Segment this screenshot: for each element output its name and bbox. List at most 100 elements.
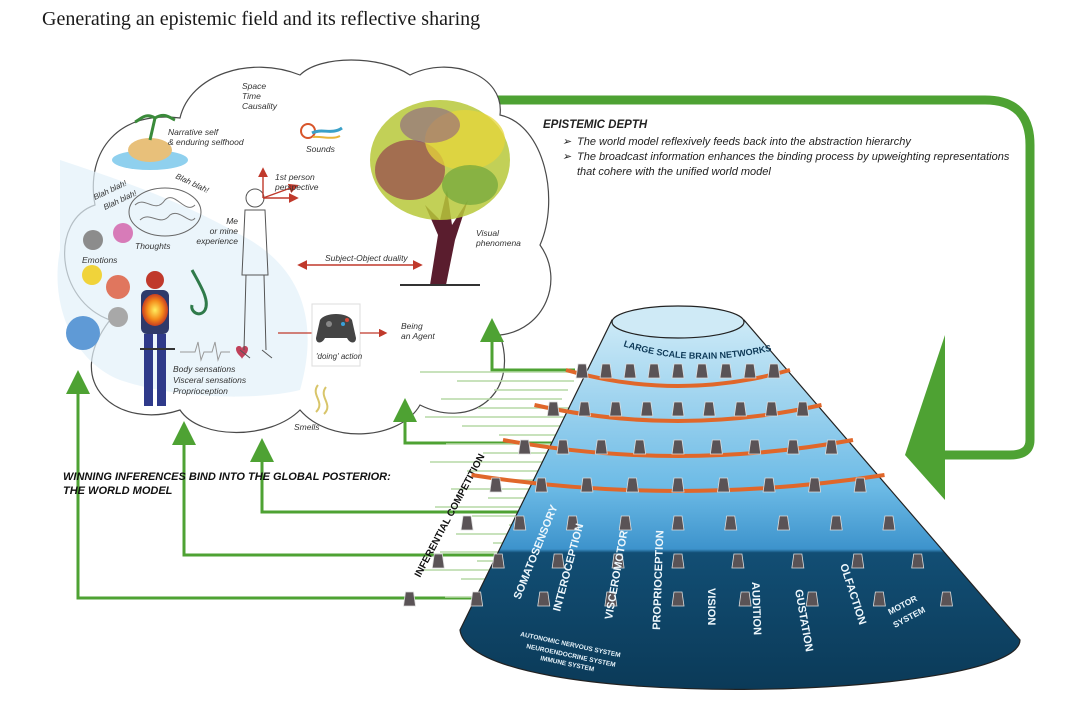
label-proprioception: Proprioception (173, 386, 228, 396)
label-time: Time (242, 91, 261, 101)
processing-module (671, 477, 685, 493)
processing-module (556, 439, 570, 455)
face-sad-icon (106, 275, 130, 299)
epistemic-bullet: ➢The broadcast information enhances the … (562, 151, 1010, 178)
processing-module (534, 477, 548, 493)
processing-module (618, 515, 632, 531)
svg-text:Time: Time (242, 91, 261, 101)
winning-inferences-label: WINNING INFERENCES BIND INTO THE GLOBAL … (63, 471, 391, 497)
processing-module (765, 401, 778, 417)
label-smells: Smells (294, 422, 320, 432)
sounds-icon (300, 123, 343, 139)
processing-module (805, 591, 819, 607)
label-sounds: Sounds (306, 144, 336, 154)
network-ring (565, 368, 791, 388)
processing-module (851, 553, 865, 569)
processing-module (460, 515, 474, 531)
figure-title: Generating an epistemic field and its re… (42, 8, 481, 30)
perspective-axes (258, 167, 299, 203)
bullet-arrow-icon: ➢ (562, 151, 572, 163)
processing-module (911, 553, 925, 569)
label-perspective: perspective (274, 182, 319, 192)
label-doing-action: 'doing' action (316, 352, 363, 361)
svg-text:Space: Space (242, 81, 266, 91)
winning-inference-arrows (66, 318, 610, 600)
processing-module (786, 439, 800, 455)
label-causality: Causality (242, 101, 278, 111)
label-enduring-selfhood: & enduring selfhood (168, 137, 244, 147)
processing-module (578, 401, 591, 417)
processing-module (695, 363, 709, 379)
cloud-labels: Space Time Causality Sounds Narrative se… (82, 81, 521, 432)
processing-module (566, 515, 579, 531)
svg-text:Causality: Causality (242, 101, 278, 111)
label-1st-person: 1st person (275, 172, 315, 182)
processing-module (640, 401, 654, 417)
nose-icon (190, 269, 208, 316)
processing-module (671, 439, 685, 455)
modality-label-audition: AUDITION (749, 582, 763, 636)
processing-module (470, 591, 484, 607)
epistemic-depth-heading: EPISTEMIC DEPTH (543, 119, 648, 131)
processing-module (791, 553, 805, 569)
processing-module (491, 553, 505, 569)
processing-module (724, 515, 738, 531)
processing-module (403, 591, 416, 607)
label-narrative-self: Narrative self (168, 127, 220, 137)
brain-hierarchy-cone: LARGE SCALE BRAIN NETWORKS SOMATOSENSORY… (403, 305, 1021, 690)
processing-module (719, 363, 733, 379)
processing-module (733, 401, 747, 417)
face-happy-icon (82, 265, 102, 285)
processing-module (546, 401, 560, 417)
processing-module (489, 477, 503, 493)
processing-module (518, 439, 532, 455)
processing-module (743, 363, 757, 379)
processing-module (940, 591, 953, 607)
processing-module (824, 439, 838, 455)
processing-module (611, 553, 625, 569)
processing-module (647, 363, 661, 379)
label-being: Being (401, 321, 423, 331)
processing-module (882, 515, 896, 531)
processing-module (671, 363, 685, 379)
label-visceral-sensations: Visceral sensations (173, 375, 247, 385)
body-figure (140, 271, 175, 406)
brain-illustration (128, 187, 202, 237)
face-neutral-icon (83, 230, 103, 250)
label-thoughts: Thoughts (135, 241, 171, 251)
processing-module (625, 477, 639, 493)
processing-module (580, 477, 594, 493)
label-emotions: Emotions (82, 255, 118, 265)
modality-label-vision: VISION (705, 588, 717, 625)
emotion-faces (66, 223, 133, 350)
network-ring (534, 403, 822, 423)
heart-icon (236, 346, 248, 359)
processing-module (633, 439, 647, 455)
processing-module (748, 439, 762, 455)
processing-module (671, 401, 685, 417)
processing-module (777, 515, 790, 531)
processing-module (431, 553, 445, 569)
processing-module (717, 477, 731, 493)
processing-module (709, 439, 723, 455)
face-shock-icon (108, 307, 128, 327)
processing-module (872, 591, 886, 607)
processing-module (762, 477, 776, 493)
processing-module (599, 363, 613, 379)
label-space: Space (242, 81, 266, 91)
epistemic-bullet: ➢The world model reflexively feeds back … (562, 136, 911, 148)
island-illustration (112, 113, 188, 170)
processing-module (671, 553, 685, 569)
label-visual: Visual (476, 228, 500, 238)
gamepad-icon (316, 314, 356, 343)
feedback-loop-arrow (484, 95, 1035, 500)
epistemic-depth-list: ➢The world model reflexively feeds back … (543, 135, 1013, 180)
bullet-arrow-icon: ➢ (562, 136, 572, 148)
processing-module (767, 363, 781, 379)
network-ring (502, 438, 854, 458)
processing-module (575, 363, 589, 379)
processing-module (671, 591, 685, 607)
face-pink-icon (113, 223, 133, 243)
cone-top-ellipse (611, 305, 745, 339)
processing-module (738, 591, 752, 607)
